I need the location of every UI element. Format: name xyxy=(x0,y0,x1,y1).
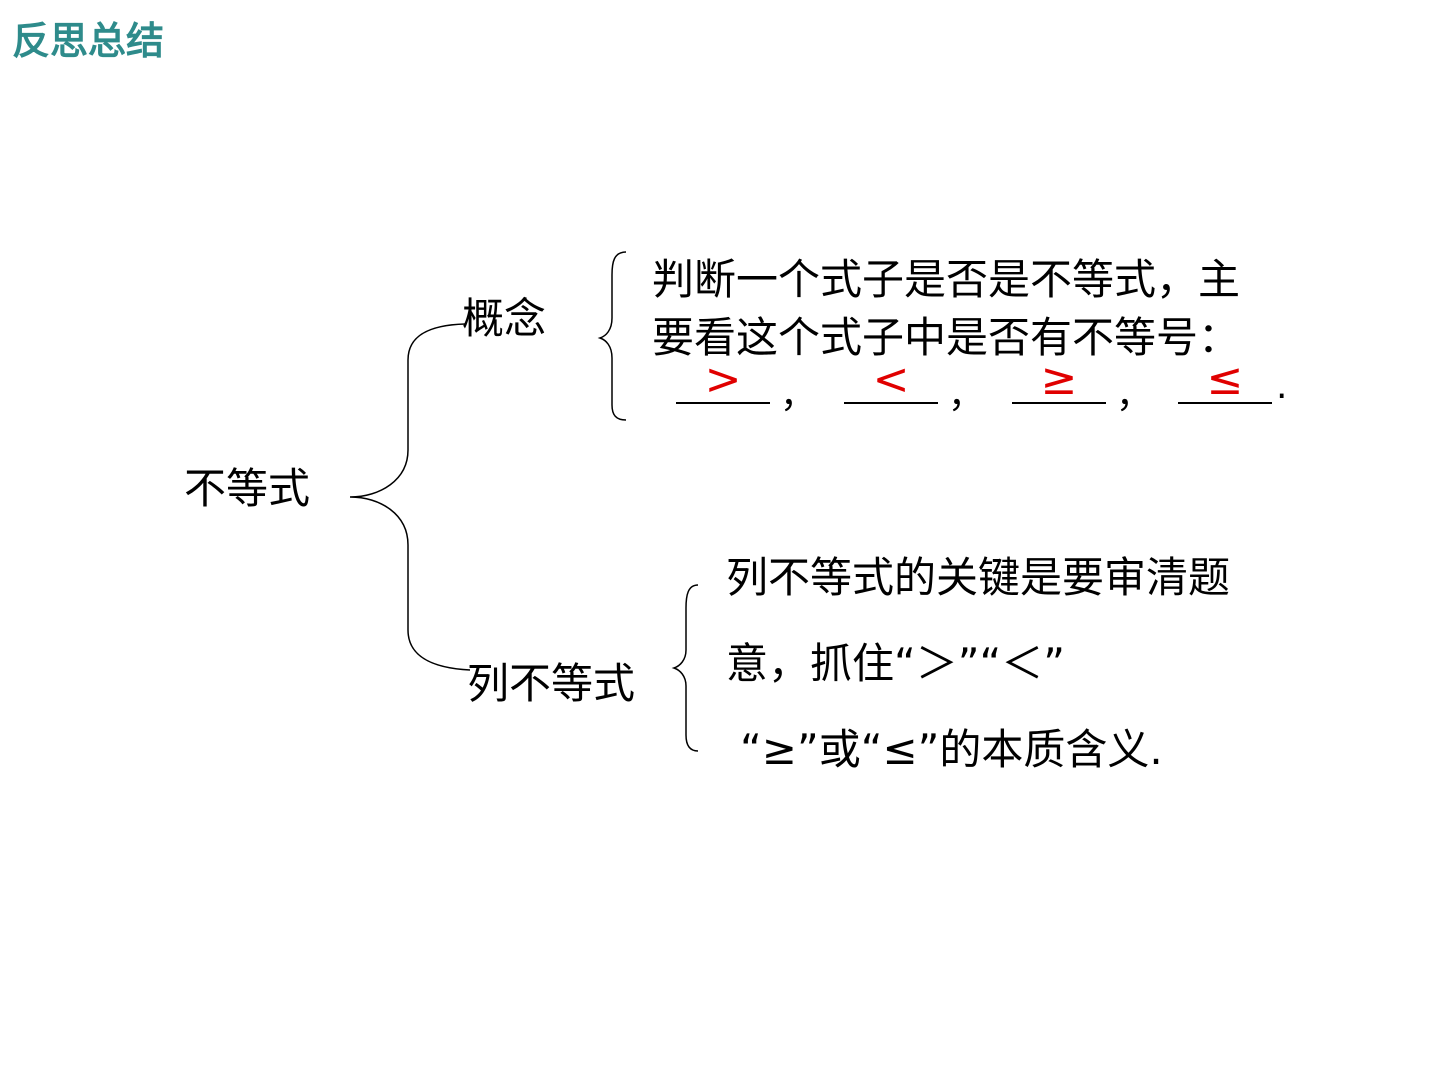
concept-text-line: 判断一个式子是否是不等式，主 xyxy=(652,255,1241,304)
blank-separator: ， xyxy=(780,375,817,416)
branch-list-label: 列不等式 xyxy=(467,659,636,708)
blank-separator: ， xyxy=(1116,375,1153,416)
root-brace xyxy=(349,323,471,671)
list-brace xyxy=(671,584,699,752)
concept-text-line: 要看这个式子中是否有不等号： xyxy=(652,313,1241,362)
answer-blank: ≤ xyxy=(1178,358,1272,404)
concept-brace xyxy=(597,251,627,421)
answer-blank: > xyxy=(676,358,770,404)
answer-blanks: > ， < ， ≥ ， ≤ . xyxy=(676,358,1316,416)
blank-separator: . xyxy=(1276,366,1288,407)
root-node: 不等式 xyxy=(184,464,311,513)
answer-blank: < xyxy=(844,358,938,404)
list-text-line: 意，抓住“＞”“＜” xyxy=(726,639,1066,688)
branch-concept-label: 概念 xyxy=(462,294,547,343)
list-text-line: “≥”或“≤”的本质含义. xyxy=(740,725,1163,774)
list-text-line: 列不等式的关键是要审清题 xyxy=(726,553,1231,602)
blank-separator: ， xyxy=(948,375,985,416)
page-title: 反思总结 xyxy=(12,19,165,63)
answer-blank: ≥ xyxy=(1012,358,1106,404)
